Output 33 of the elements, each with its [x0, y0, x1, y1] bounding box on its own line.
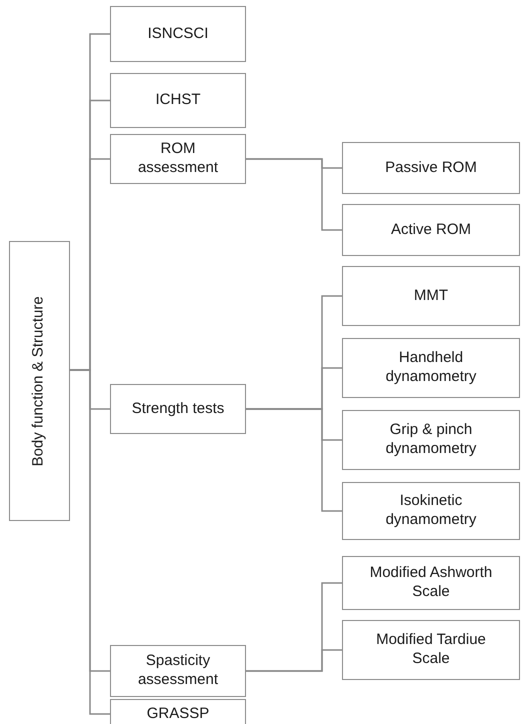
box-label: Body function & Structure	[30, 296, 48, 466]
category-box	[342, 556, 520, 610]
box-label: GRASSP	[146, 704, 210, 724]
box-label: MMT	[412, 286, 450, 306]
category-box	[342, 142, 520, 194]
box-label: Grip & pinch dynamometry	[384, 421, 478, 459]
box-label: Passive ROM	[384, 158, 478, 178]
category-box	[110, 6, 246, 62]
connector-line	[246, 649, 342, 672]
category-box	[110, 699, 246, 724]
box-label: Strength tests	[130, 400, 226, 418]
category-box	[110, 73, 246, 128]
box-label: Active ROM	[390, 220, 472, 240]
connector-line	[246, 408, 342, 512]
box-label: Spasticity assessment	[136, 652, 220, 690]
category-box	[342, 338, 520, 398]
box-label: ISNCSCI	[146, 24, 210, 44]
category-box	[110, 134, 246, 184]
category-box	[342, 410, 520, 470]
box-label: ROM assessment	[136, 140, 220, 178]
box-label: ICHST	[154, 91, 202, 110]
category-box	[110, 645, 246, 697]
box-label: Handheld dynamometry	[384, 349, 478, 387]
root-box	[9, 241, 70, 521]
box-label: Modified Ashworth Scale	[368, 564, 494, 602]
category-box	[110, 384, 246, 434]
box-label: Modified Tardiue Scale	[375, 631, 487, 669]
connector-line	[246, 158, 342, 231]
category-box	[342, 482, 520, 540]
category-box	[342, 620, 520, 680]
box-label: Isokinetic dynamometry	[384, 492, 478, 530]
category-box	[342, 266, 520, 326]
category-box	[342, 204, 520, 256]
